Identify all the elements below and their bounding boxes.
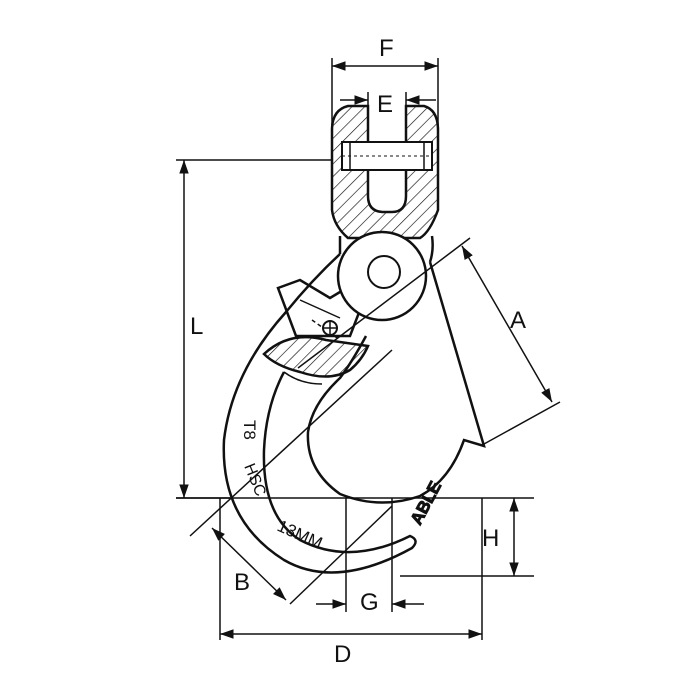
dimension-labels: F E L A B H G D bbox=[190, 35, 526, 668]
throat-section bbox=[262, 335, 370, 378]
marking-brand: ABLE bbox=[407, 478, 446, 528]
hook-body bbox=[222, 104, 486, 574]
dim-A-line bbox=[461, 245, 553, 403]
dimension-lines bbox=[176, 58, 561, 640]
label-E: E bbox=[377, 91, 393, 118]
label-H: H bbox=[482, 525, 499, 552]
label-D: D bbox=[334, 641, 351, 668]
label-F: F bbox=[379, 35, 394, 62]
marking-grade: T8 bbox=[240, 420, 259, 440]
dim-B-line bbox=[211, 527, 287, 601]
label-L: L bbox=[190, 313, 203, 340]
label-G: G bbox=[360, 589, 379, 616]
hook-eye-inner bbox=[367, 255, 401, 289]
hook-markings: T8 HSC 13MM ABLE bbox=[240, 420, 446, 553]
marking-size: 13MM bbox=[274, 516, 325, 553]
label-A: A bbox=[510, 307, 526, 334]
clevis-head bbox=[330, 104, 440, 240]
hook-outline bbox=[222, 253, 417, 574]
label-B: B bbox=[234, 569, 250, 596]
